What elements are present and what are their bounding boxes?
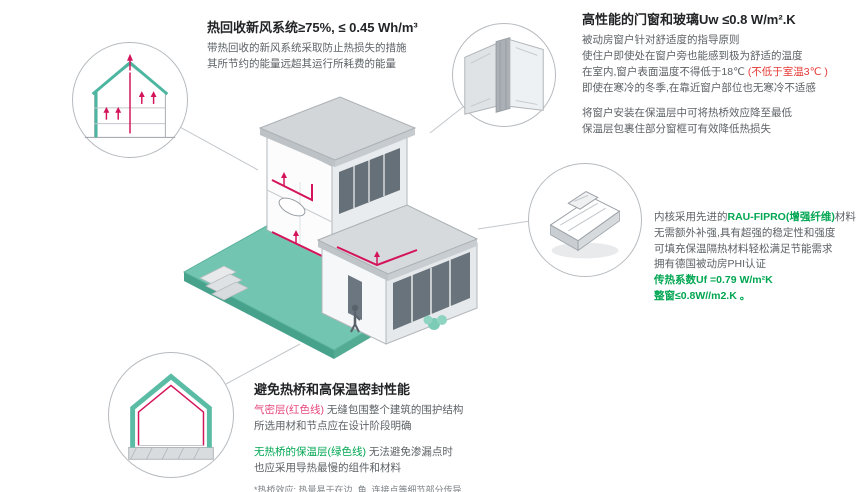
isometric-house-illustration [182, 96, 479, 359]
ventilation-section-icon [84, 53, 176, 138]
person-figure [350, 304, 361, 333]
thermal-footnote: *热桥效应: 热量易于在边, 角, 连接点等细节部分传导 [254, 485, 462, 492]
thermal-envelope-callout [108, 352, 234, 478]
heat-recovery-callout [72, 42, 188, 158]
rau-fipro-highlight: RAU-FIPRO(增强纤维) [727, 211, 835, 223]
uw-value: 整窗≤0.8W//m2.K 。 [654, 289, 751, 302]
insulated-house-icon [128, 373, 214, 460]
window-corner-icon [464, 37, 544, 115]
window-temp-warning: (不低于室温3℃ ) [747, 65, 828, 78]
windows-title: 高性能的门窗和玻璃Uw ≤0.8 W/m².K [582, 12, 796, 27]
thermal-body: 气密层(红色线) 无缝包围整个建筑的围护结构 所选用材和节点应在设计阶段明确 无… [254, 403, 564, 492]
window-frame-profile-icon [549, 190, 621, 259]
frame-profile-callout [528, 163, 642, 277]
uf-value: 传热系数Uf =0.79 W/m²K [654, 274, 773, 286]
thermal-title: 避免热桥和高保温密封性能 [254, 382, 411, 397]
airtight-layer-label: 气密层(红色线) [254, 404, 324, 417]
insulation-layer-label: 无热桥的保温层(绿色线) [254, 445, 366, 458]
frame-profile-text: 内核采用先进的RAU-FIPRO(增强纤维)材料 无需额外补强,具有超强的稳定性… [654, 210, 862, 305]
frame-profile-body: 内核采用先进的RAU-FIPRO(增强纤维)材料 无需额外补强,具有超强的稳定性… [654, 210, 862, 305]
heat-recovery-title: 热回收新风系统≥75%, ≤ 0.45 Wh/m³ [207, 20, 418, 35]
window-detail-callout [452, 23, 556, 127]
heat-recovery-text: 热回收新风系统≥75%, ≤ 0.45 Wh/m³ 带热回收的新风系统采取防止热… [207, 20, 467, 73]
thermal-text: 避免热桥和高保温密封性能 气密层(红色线) 无缝包围整个建筑的围护结构 所选用材… [254, 382, 564, 492]
windows-body: 被动房窗户针对舒适度的指导原则 使住户即使处在窗户旁也能感到极为舒适的温度 在室… [582, 34, 828, 135]
windows-text: 高性能的门窗和玻璃Uw ≤0.8 W/m².K 被动房窗户针对舒适度的指导原则 … [582, 12, 858, 138]
heat-recovery-body: 带热回收的新风系统采取防止热损失的措施 其所节约的能量远超其运行所耗费的能量 [207, 42, 407, 70]
